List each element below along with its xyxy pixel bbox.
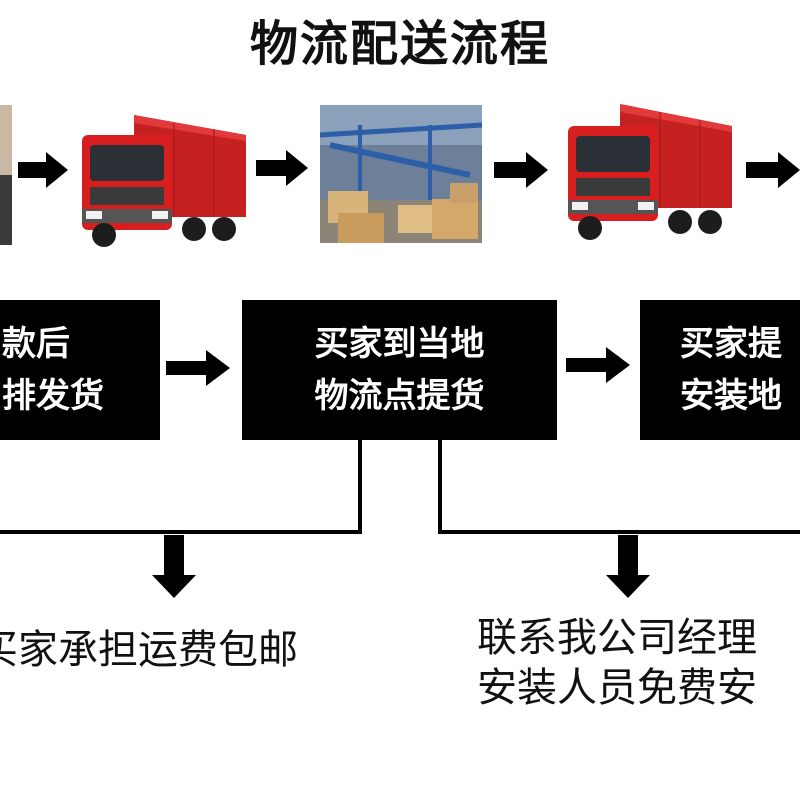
worker-photo-edge — [0, 105, 12, 245]
truck-photo-2 — [560, 98, 736, 246]
note-right-line1: 联系我公司经理 — [477, 615, 757, 661]
arrow-down-icon — [606, 535, 650, 598]
step-box-right-line2: 安装地 — [680, 376, 782, 416]
step-box-left: 款后 排发货 — [0, 300, 160, 440]
arrow-right-icon — [18, 150, 70, 194]
step-box-left-line1: 款后 — [2, 324, 70, 364]
step-box-right-line1: 买家提 — [680, 324, 782, 364]
arrow-right-icon — [494, 150, 550, 194]
arrow-right-icon — [256, 148, 310, 192]
step-box-center: 买家到当地 物流点提货 — [242, 300, 557, 440]
arrow-down-icon — [152, 535, 196, 598]
note-shipping-free: 买家承担运费包邮 — [0, 627, 298, 673]
step-box-center-line1: 买家到当地 — [314, 324, 485, 364]
step-box-left-line2: 排发货 — [2, 376, 104, 416]
step-box-right: 买家提 安装地 — [640, 300, 800, 440]
arrow-right-icon — [746, 150, 800, 194]
note-contact-manager: 联系我公司经理 安装人员免费安 — [477, 613, 757, 713]
page-title: 物流配送流程 — [249, 16, 550, 72]
arrow-right-icon — [166, 348, 232, 392]
note-right-line2: 安装人员免费安 — [477, 665, 757, 711]
arrow-right-icon — [566, 345, 632, 389]
truck-photo-1 — [74, 105, 250, 251]
step-box-center-line2: 物流点提货 — [314, 376, 485, 416]
warehouse-photo — [320, 105, 482, 243]
